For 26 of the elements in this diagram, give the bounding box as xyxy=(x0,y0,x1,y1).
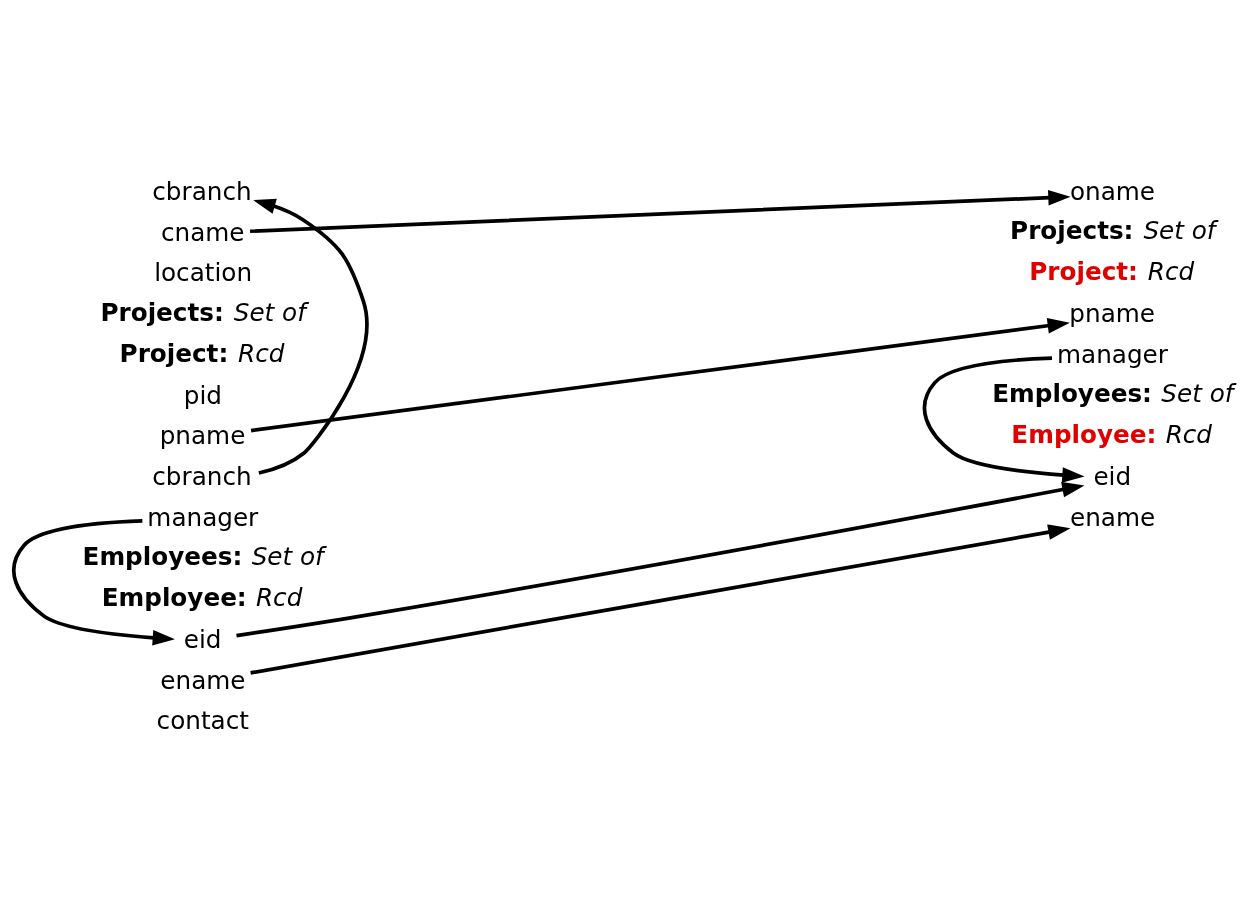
node-text: eid xyxy=(183,624,222,654)
node-text: manager xyxy=(1057,339,1168,369)
node-text: ename xyxy=(1069,502,1156,532)
node-text: ename xyxy=(160,665,246,695)
label: contact xyxy=(156,705,249,735)
arrow xyxy=(250,523,1071,675)
arrow xyxy=(250,189,1071,233)
node-text: cbranch xyxy=(152,461,252,491)
arrow xyxy=(250,317,1070,432)
label: location xyxy=(154,257,253,287)
node-text: oname xyxy=(1069,176,1156,206)
label: Employee: Rcd xyxy=(101,582,303,612)
node-text: cname xyxy=(160,217,245,247)
label: Employee: Rcd xyxy=(1011,419,1213,449)
node-text: pname xyxy=(159,420,246,450)
label: Project: Rcd xyxy=(1029,256,1195,286)
node-text: eid xyxy=(1093,461,1132,491)
arrow xyxy=(236,481,1085,637)
arrow xyxy=(12,518,175,646)
node-text: cbranch xyxy=(152,176,252,206)
label: Project: Rcd xyxy=(119,338,285,368)
label: pid xyxy=(183,380,222,410)
arrow xyxy=(922,355,1085,483)
node-text: pname xyxy=(1069,298,1155,328)
node-text: manager xyxy=(147,502,259,532)
arrow xyxy=(253,198,369,475)
